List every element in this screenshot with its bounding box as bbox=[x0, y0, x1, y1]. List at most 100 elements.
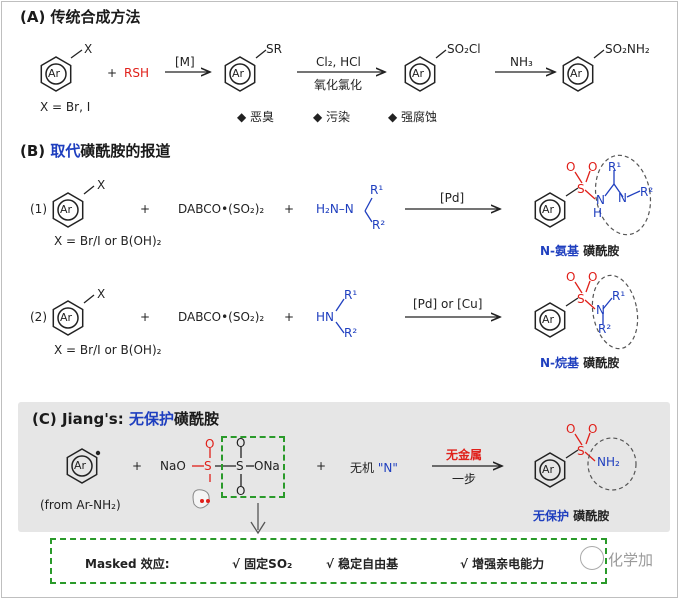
c-plus2: + bbox=[316, 459, 327, 473]
aromatic-circle bbox=[539, 199, 561, 221]
ar-label: Ar bbox=[60, 203, 73, 216]
b1-prod-r1: R¹ bbox=[608, 160, 622, 174]
masked-item-3: √ 增强亲电能力 bbox=[460, 557, 545, 571]
aromatic-circle bbox=[71, 455, 93, 477]
a-issue-3: ◆ 强腐蚀 bbox=[388, 110, 438, 124]
benzene-ring bbox=[40, 56, 72, 92]
ar-label: Ar bbox=[60, 311, 73, 324]
section-b-title: (B) 取代磺酰胺的报道 bbox=[20, 140, 170, 161]
c-from: (from Ar-NH₂) bbox=[40, 498, 121, 512]
benzene-ring bbox=[52, 300, 84, 336]
c-product-label: 无保护 磺酰胺 bbox=[533, 507, 609, 524]
masked-item-2: √ 稳定自由基 bbox=[326, 557, 399, 571]
c-nao: NaO bbox=[160, 459, 186, 473]
b1-r2: R² bbox=[372, 218, 386, 232]
ar-label: Ar bbox=[48, 67, 61, 80]
section-c-panel bbox=[18, 402, 670, 532]
c-inorganic-n: 无机 "N" bbox=[350, 459, 398, 476]
c-one-step: 一步 bbox=[452, 472, 477, 486]
b-title-rest: 磺酰胺的报道 bbox=[80, 142, 171, 160]
a-so2nh2: SO₂NH₂ bbox=[605, 42, 650, 56]
masked-item-1: √ 固定SO₂ bbox=[232, 557, 293, 571]
c-s2: S bbox=[236, 459, 244, 473]
c-inorganic-q: "N" bbox=[377, 461, 398, 475]
c-plus1: + bbox=[132, 459, 143, 473]
b1-label-rest: 磺酰胺 bbox=[579, 244, 620, 258]
c-label-blue: 无保护 bbox=[533, 509, 570, 523]
dashed-ellipse-b1 bbox=[594, 154, 652, 236]
watermark-logo-icon bbox=[580, 546, 604, 570]
a-sr: SR bbox=[266, 42, 282, 56]
c-prod-o2: O bbox=[588, 422, 598, 436]
b1-x-def: X = Br/I or B(OH)₂ bbox=[54, 234, 162, 248]
aromatic-circle bbox=[57, 307, 79, 329]
ar-label: Ar bbox=[232, 67, 245, 80]
radical-marker bbox=[192, 489, 210, 509]
b2-o2: O bbox=[588, 270, 598, 284]
b2-hn: HN bbox=[316, 310, 334, 324]
ar-label: Ar bbox=[542, 313, 555, 326]
b-title-prefix: (B) bbox=[20, 142, 51, 160]
b1-reagent: H₂N–N bbox=[316, 202, 354, 216]
a-nh3: NH₃ bbox=[510, 55, 533, 69]
ar-label: Ar bbox=[570, 67, 583, 80]
b1-r1: R¹ bbox=[370, 183, 384, 197]
a-plus: + bbox=[107, 66, 118, 80]
masked-label: Masked 效应: bbox=[85, 557, 170, 571]
b2-plus2: + bbox=[284, 310, 295, 324]
b1-cat: [Pd] bbox=[440, 191, 465, 205]
b1-n2: N bbox=[618, 191, 627, 205]
a-cond-bottom: 氧化氯化 bbox=[314, 78, 363, 92]
dashed-ellipse-b2 bbox=[591, 274, 639, 350]
b2-label-blue: N-烷基 bbox=[540, 356, 580, 370]
watermark-text: 化学加 bbox=[608, 551, 654, 569]
b2-prod-r2: R² bbox=[598, 322, 612, 336]
b1-o1: O bbox=[566, 160, 576, 174]
benzene-ring bbox=[534, 302, 566, 338]
b2-x: X bbox=[97, 287, 106, 301]
a-metal: [M] bbox=[175, 55, 195, 69]
b1-label-blue: N-氨基 bbox=[540, 244, 580, 258]
a-x-def: X = Br, I bbox=[40, 100, 91, 114]
b2-x-def: X = Br/I or B(OH)₂ bbox=[54, 343, 162, 357]
a-so2cl: SO₂Cl bbox=[447, 42, 481, 56]
b1-o2: O bbox=[588, 160, 598, 174]
benzene-ring bbox=[224, 56, 256, 92]
b1-plus2: + bbox=[284, 202, 295, 216]
b1-n1: N bbox=[596, 193, 605, 207]
b2-r1: R¹ bbox=[344, 288, 358, 302]
c-o2: O bbox=[236, 436, 246, 450]
b1-h: H bbox=[593, 206, 603, 220]
aromatic-circle bbox=[539, 309, 561, 331]
b2-n: N bbox=[596, 303, 605, 317]
b2-cat: [Pd] or [Cu] bbox=[413, 297, 483, 311]
b2-dabco: DABCO•(SO₂)₂ bbox=[178, 310, 265, 324]
benzene-ring bbox=[52, 192, 84, 228]
benzene-ring bbox=[66, 448, 98, 484]
b2-s: S bbox=[577, 292, 585, 306]
aromatic-circle bbox=[409, 63, 431, 85]
b1-product-label: N-氨基 磺酰胺 bbox=[540, 242, 619, 259]
b2-product-label: N-烷基 磺酰胺 bbox=[540, 354, 619, 371]
c-o1: O bbox=[205, 437, 215, 451]
a-issue-2: ◆ 污染 bbox=[313, 110, 351, 124]
b2-r2: R² bbox=[344, 326, 358, 340]
a-x-sub: X bbox=[84, 42, 93, 56]
benzene-ring bbox=[534, 192, 566, 228]
dashed-ellipse-c bbox=[587, 437, 637, 491]
aromatic-circle bbox=[567, 63, 589, 85]
b2-o1: O bbox=[566, 270, 576, 284]
c-prod-nh2: NH₂ bbox=[597, 455, 620, 469]
c-label-rest: 磺酰胺 bbox=[569, 509, 610, 523]
section-c-title: (C) Jiang's: 无保护磺酰胺 bbox=[32, 408, 219, 429]
ar-label: Ar bbox=[542, 203, 555, 216]
c-title-prefix: (C) Jiang's: bbox=[32, 410, 129, 428]
section-a-title: (A) 传统合成方法 bbox=[20, 8, 141, 26]
ar-label: Ar bbox=[412, 67, 425, 80]
a-rsh: RSH bbox=[124, 66, 149, 80]
b2-plus1: + bbox=[140, 310, 151, 324]
b1-num: (1) bbox=[30, 202, 47, 216]
c-metal-free: 无金属 bbox=[446, 448, 483, 462]
b2-label-rest: 磺酰胺 bbox=[579, 356, 620, 370]
